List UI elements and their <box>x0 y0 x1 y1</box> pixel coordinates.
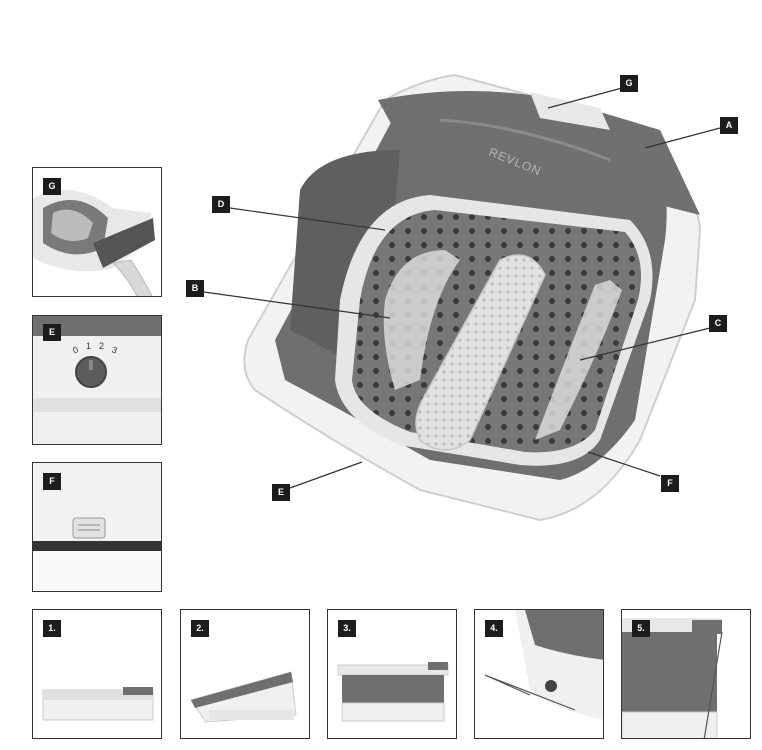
label-d: D <box>212 196 230 213</box>
temperature-dial <box>75 356 107 388</box>
label-b: B <box>186 280 204 297</box>
detail-panel-e: E 0 1 2 3 <box>32 315 162 445</box>
leader-g <box>547 87 623 109</box>
step-panel-3: 3. <box>327 609 457 739</box>
dial-mark-2: 2 <box>99 341 105 351</box>
center-roller <box>415 254 546 451</box>
step-5-label: 5. <box>632 620 650 637</box>
leader-e <box>289 461 363 489</box>
side-pad-left <box>383 250 460 390</box>
leader-d <box>229 207 386 231</box>
step-5-illustration <box>622 618 723 738</box>
leader-a <box>644 127 721 149</box>
step-1-illustration <box>42 687 154 721</box>
step-2-illustration <box>190 671 297 723</box>
dial-mark-1: 1 <box>86 341 92 351</box>
label-c: C <box>709 315 727 332</box>
side-pad-right <box>535 280 622 440</box>
top-tray <box>530 92 610 130</box>
panel-g-label: G <box>43 178 61 195</box>
step-2-label: 2. <box>191 620 209 637</box>
step-3-illustration <box>337 662 449 722</box>
step-4-illustration <box>484 610 603 720</box>
leader-f <box>587 451 661 477</box>
step-panel-2: 2. <box>180 609 310 739</box>
detail-panel-g: G <box>32 167 162 297</box>
step-1-label: 1. <box>43 620 61 637</box>
drain-plug <box>72 517 106 539</box>
leader-c <box>579 327 711 361</box>
label-f: F <box>661 475 679 492</box>
dial-illustration <box>33 316 161 444</box>
step-panel-4: 4. <box>474 609 604 739</box>
label-e: E <box>272 484 290 501</box>
label-a: A <box>720 117 738 134</box>
tray-pour-illustration <box>33 190 155 296</box>
label-g: G <box>620 75 638 92</box>
step-3-label: 3. <box>338 620 356 637</box>
panel-f-label: F <box>43 473 61 490</box>
leader-b <box>203 291 391 319</box>
step-4-label: 4. <box>485 620 503 637</box>
panel-e-label: E <box>43 324 61 341</box>
detail-panel-f: F <box>32 462 162 592</box>
step-panel-1: 1. <box>32 609 162 739</box>
step-panel-5: 5. <box>621 609 751 739</box>
